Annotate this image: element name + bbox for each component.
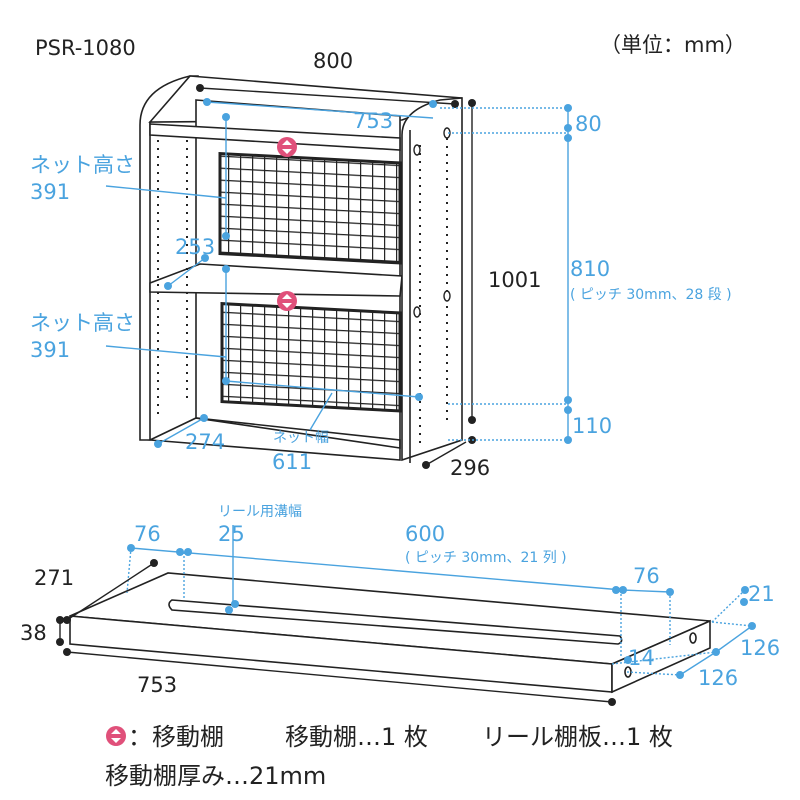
dim-groove-width: 25 [218,522,245,546]
legend: ：移動棚 移動棚…1 枚 リール棚板…1 枚 移動棚厚み…21mm [105,723,673,790]
legend-marker-label: ：移動棚 [128,723,224,751]
bookshelf-drawing [139,75,463,463]
dim-net-width: 611 [272,450,312,474]
shelf-holes [413,127,451,318]
bookshelf-dimensions [105,84,572,469]
dim-top-offset: 80 [575,112,602,136]
dim-edge-126-b: 126 [698,666,738,690]
reel-shelf-dimensions [56,525,756,706]
dim-edge-21: 21 [748,582,775,606]
dim-width: 800 [313,49,353,73]
upper-shelf [149,123,401,151]
dim-edge-14: 14 [628,646,655,670]
dim-inner-depth: 274 [185,430,225,454]
unit-label: （単位：mm） [600,33,746,57]
dim-shelf-depth: 253 [175,235,215,259]
net-height-label-2: ネット高さ [30,311,135,335]
dim-reel-depth: 271 [34,566,74,590]
dim-inner-width: 753 [353,109,393,133]
right-side-panel [401,97,463,462]
lower-shelf [149,263,403,297]
dim-reel-pitch-range: 600 [405,522,445,546]
reel-shelf-side [611,619,711,694]
legend-item-moving-shelf: 移動棚…1 枚 [285,723,428,751]
move-marker-icons [277,137,297,311]
reel-shelf-drawing [69,572,711,694]
dim-depth: 296 [450,456,490,480]
dim-right-margin: 76 [633,564,660,588]
move-arrows-icon [277,137,297,157]
net-height-label-1: ネット高さ [30,153,135,177]
bottom-mesh [220,302,402,413]
net-width-label: ネット幅 [273,430,329,446]
dim-reel-width: 753 [137,673,177,697]
groove-label: リール用溝幅 [218,504,302,520]
dim-net-height-1: 391 [30,180,70,204]
dim-net-height-2: 391 [30,338,70,362]
model-title: PSR-1080 [35,36,136,60]
reel-pitch-note: ( ピッチ 30mm、21 列 ) [405,550,567,566]
bottom-plinth [146,417,401,461]
dim-edge-126-a: 126 [740,636,780,660]
top-mesh [218,151,402,265]
dim-height: 1001 [488,268,541,292]
dim-pitch-range: 810 [570,257,610,281]
dim-thickness: 38 [20,621,47,645]
legend-item-thickness: 移動棚厚み…21mm [105,762,326,790]
dim-bottom-offset: 110 [572,414,612,438]
dim-left-margin: 76 [134,522,161,546]
move-arrows-icon [277,291,297,311]
legend-item-reel-shelf: リール棚板…1 枚 [482,723,673,751]
pitch-note: ( ピッチ 30mm、28 段 ) [570,287,732,303]
move-arrows-icon [106,726,126,746]
